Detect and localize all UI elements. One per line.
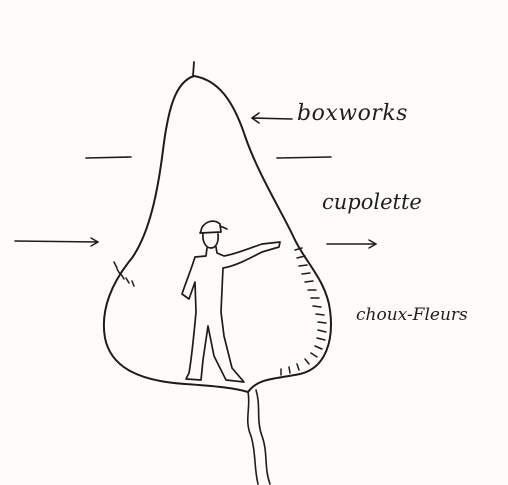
fissure-left: [248, 392, 258, 484]
arrow-boxworks: [252, 113, 292, 123]
choux-fleurs-ticks-left: [114, 262, 134, 286]
fissure-right: [256, 390, 270, 484]
explorer-figure-icon: [182, 221, 280, 382]
label-cupolette: cupolette: [322, 190, 422, 214]
cave-top-tip: [193, 62, 194, 76]
label-boxworks: boxworks: [297, 101, 408, 126]
arrow-right-upper: [277, 157, 331, 158]
label-choux-fleurs: choux-Fleurs: [356, 305, 468, 325]
arrow-left-upper: [86, 157, 131, 158]
choux-fleurs-ticks-right: [281, 248, 326, 375]
arrow-left-lower: [15, 238, 98, 246]
arrow-right-lower: [327, 240, 376, 248]
